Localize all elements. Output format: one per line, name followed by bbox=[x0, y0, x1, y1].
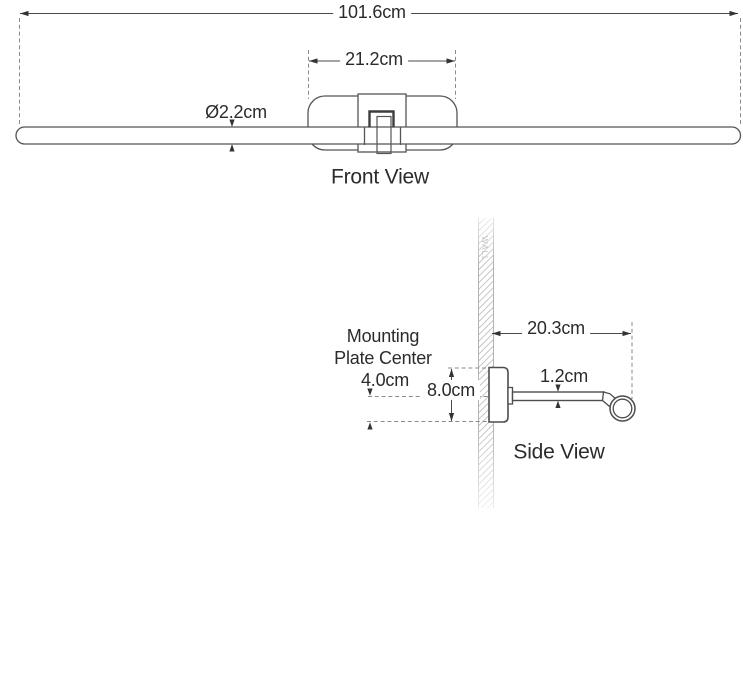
side-view-title: Side View bbox=[513, 440, 605, 464]
arrow-left-icon bbox=[20, 10, 29, 17]
dim-label-arm-thickness: 1.2cm bbox=[539, 366, 589, 386]
shade-inner-circle bbox=[612, 398, 633, 419]
side-arm bbox=[511, 391, 605, 402]
mounting-note-line1: Mounting bbox=[346, 326, 420, 346]
arrow-right-icon bbox=[622, 330, 631, 337]
arrow-up-icon bbox=[367, 422, 373, 430]
arrow-down-icon bbox=[229, 119, 235, 127]
arrow-down-icon bbox=[555, 384, 561, 392]
arrow-down-icon bbox=[448, 413, 455, 422]
arrow-left-icon bbox=[309, 58, 318, 64]
front-view-drawing bbox=[15, 10, 742, 155]
arrow-up-icon bbox=[229, 144, 235, 152]
clamp-inner-column bbox=[376, 115, 392, 155]
side-mounting-plate bbox=[488, 366, 509, 423]
mounting-note-line2: Plate Center bbox=[334, 348, 432, 368]
clamp-bracket-outer bbox=[368, 110, 395, 128]
arrow-up-icon bbox=[555, 400, 561, 408]
dim-label-tube-diameter: Ø2.2cm bbox=[205, 102, 267, 122]
wall-label: WALL bbox=[480, 236, 489, 262]
dim-label-plate-height: 8.0cm bbox=[421, 380, 481, 400]
arrow-left-icon bbox=[492, 330, 501, 337]
dim-label-backplate-width: 21.2cm bbox=[340, 49, 408, 69]
clamp-sides bbox=[363, 127, 402, 145]
dim-label-plate-center-offset: 4.0cm bbox=[360, 370, 410, 390]
arrow-right-icon bbox=[729, 10, 738, 17]
wall-hatch bbox=[478, 218, 494, 508]
arrow-down-icon bbox=[367, 388, 373, 396]
dim-label-extension: 20.3cm bbox=[522, 318, 590, 338]
side-view-drawing bbox=[367, 322, 636, 430]
front-view-title: Front View bbox=[331, 165, 429, 189]
arrow-right-icon bbox=[446, 58, 455, 64]
dim-label-overall-width: 101.6cm bbox=[333, 2, 411, 22]
light-tube bbox=[15, 126, 742, 145]
arrow-up-icon bbox=[448, 368, 455, 377]
